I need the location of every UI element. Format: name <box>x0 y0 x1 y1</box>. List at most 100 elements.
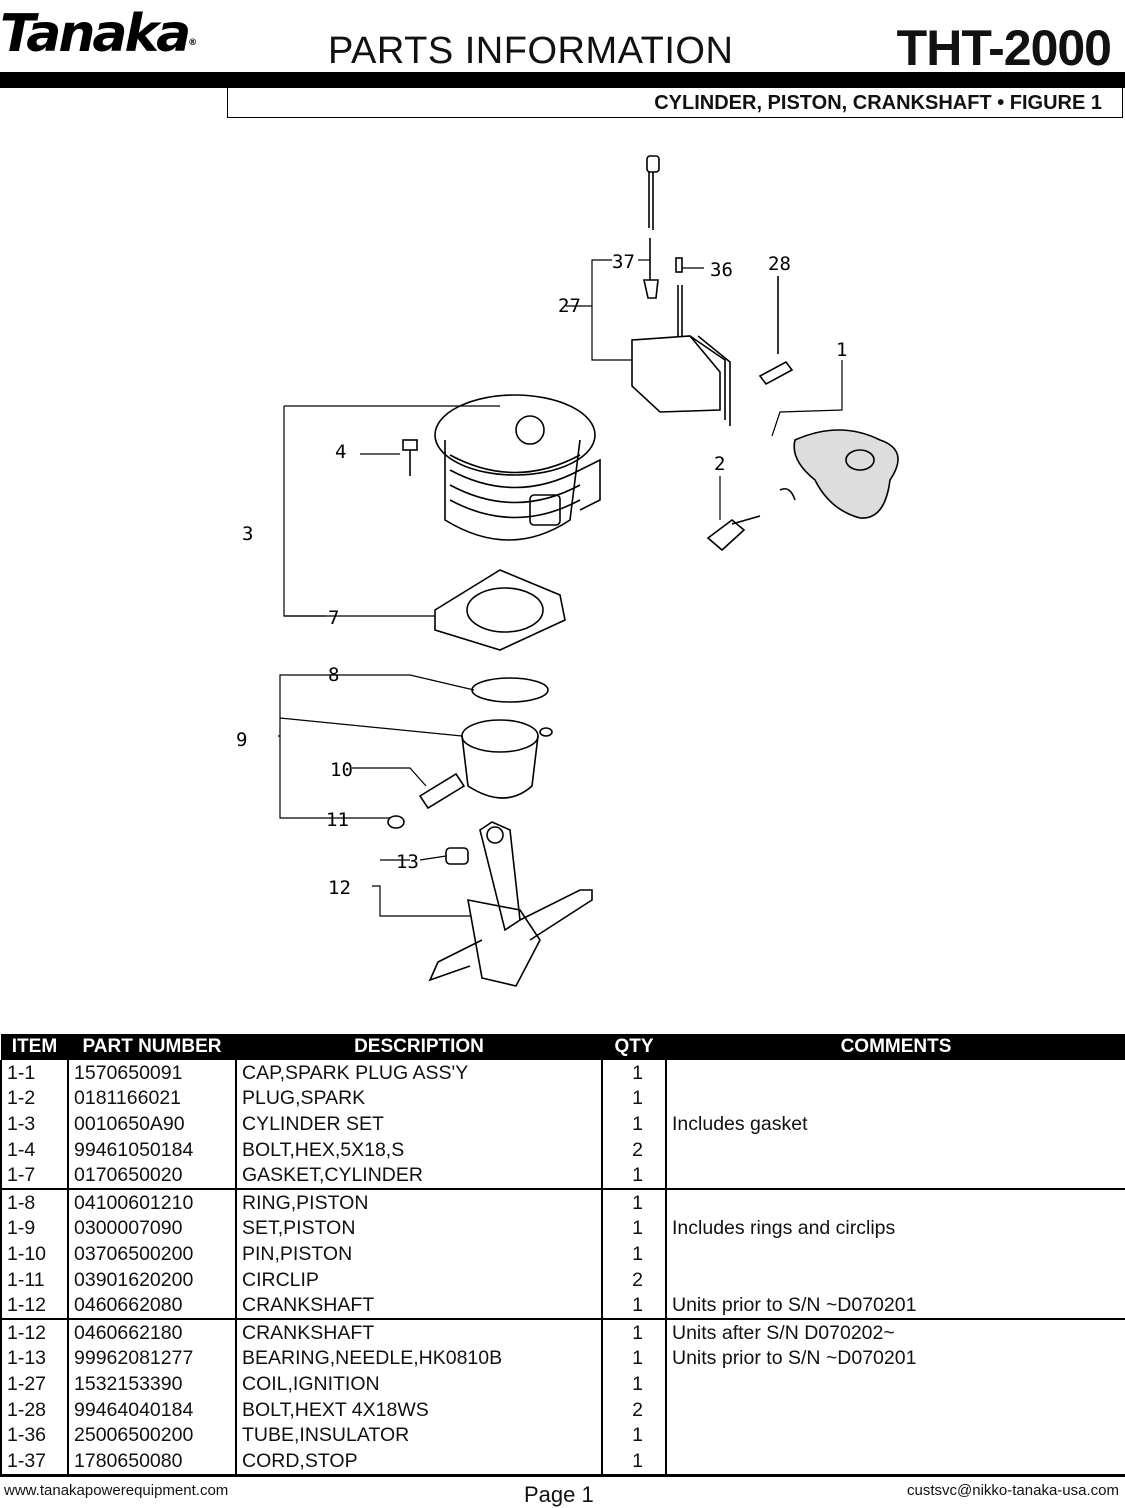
part-number-cell: 0181166021 <box>68 1085 237 1112</box>
header-description: DESCRIPTION <box>236 1034 602 1060</box>
item-cell: 1-3 <box>0 1111 69 1137</box>
item-cell: 1-27 <box>0 1371 69 1397</box>
item-cell: 1-2 <box>0 1085 69 1112</box>
parts-table: ITEM PART NUMBER DESCRIPTION QTY COMMENT… <box>0 1034 1125 1477</box>
callout-2: 2 <box>714 453 725 475</box>
qty-cell: 1 <box>602 1162 667 1190</box>
header-qty: QTY <box>602 1034 666 1060</box>
part-number-cell: 0010650A90 <box>68 1111 237 1137</box>
qty-cell: 1 <box>602 1447 667 1477</box>
qty-cell: 1 <box>602 1111 667 1137</box>
qty-cell: 1 <box>602 1422 667 1448</box>
description-cell: CYLINDER SET <box>236 1111 603 1137</box>
part-number-cell: 0170650020 <box>68 1162 237 1190</box>
header-rule <box>0 72 1125 88</box>
comment-cell: Includes rings and circlips <box>666 1215 1125 1242</box>
description-cell: CORD,STOP <box>236 1447 603 1477</box>
qty-cell: 1 <box>602 1241 667 1267</box>
item-cell: 1-12 <box>0 1292 69 1320</box>
description-cell: CIRCLIP <box>236 1266 603 1293</box>
item-cell: 1-12 <box>0 1318 69 1346</box>
qty-cell: 1 <box>602 1085 667 1112</box>
item-cell: 1-37 <box>0 1447 69 1477</box>
callout-37: 37 <box>612 251 635 273</box>
part-number-cell: 99464040184 <box>68 1396 237 1423</box>
part-number-cell: 03901620200 <box>68 1266 237 1293</box>
callout-9: 9 <box>236 729 247 751</box>
comment-cell <box>666 1422 1125 1448</box>
comment-cell: Units prior to S/N ~D070201 <box>666 1345 1125 1372</box>
comment-cell <box>666 1060 1125 1086</box>
description-cell: SET,PISTON <box>236 1215 603 1242</box>
item-cell: 1-7 <box>0 1162 69 1190</box>
part-number-cell: 03706500200 <box>68 1241 237 1267</box>
part-number-cell: 99962081277 <box>68 1345 237 1372</box>
item-cell: 1-13 <box>0 1345 69 1372</box>
header-part-number: PART NUMBER <box>68 1034 236 1060</box>
comment-cell <box>666 1371 1125 1397</box>
comment-cell <box>666 1162 1125 1190</box>
description-cell: TUBE,INSULATOR <box>236 1422 603 1448</box>
description-cell: PIN,PISTON <box>236 1241 603 1267</box>
description-cell: BEARING,NEEDLE,HK0810B <box>236 1345 603 1372</box>
comment-cell <box>666 1266 1125 1293</box>
page-title: PARTS INFORMATION <box>328 30 734 72</box>
callout-8: 8 <box>328 664 339 686</box>
description-cell: GASKET,CYLINDER <box>236 1162 603 1190</box>
part-number-cell: 1570650091 <box>68 1060 237 1086</box>
callout-11: 11 <box>326 809 349 831</box>
qty-cell: 1 <box>602 1215 667 1242</box>
qty-cell: 2 <box>602 1396 667 1423</box>
qty-cell: 1 <box>602 1060 667 1086</box>
description-cell: CRANKSHAFT <box>236 1318 603 1346</box>
part-number-cell: 99461050184 <box>68 1136 237 1163</box>
part-number-cell: 0460662080 <box>68 1292 237 1320</box>
qty-cell: 1 <box>602 1345 667 1372</box>
header-item: ITEM <box>1 1034 68 1060</box>
comment-cell: Units prior to S/N ~D070201 <box>666 1292 1125 1320</box>
comment-cell <box>666 1447 1125 1477</box>
callout-36: 36 <box>710 259 733 281</box>
comment-cell <box>666 1188 1125 1216</box>
description-cell: BOLT,HEXT 4X18WS <box>236 1396 603 1423</box>
description-cell: PLUG,SPARK <box>236 1085 603 1112</box>
callout-12: 12 <box>328 877 351 899</box>
table-header-row: ITEM PART NUMBER DESCRIPTION QTY COMMENT… <box>1 1034 1125 1060</box>
item-cell: 1-28 <box>0 1396 69 1423</box>
item-cell: 1-10 <box>0 1241 69 1267</box>
part-number-cell: 04100601210 <box>68 1188 237 1216</box>
part-number-cell: 0300007090 <box>68 1215 237 1242</box>
callout-13: 13 <box>396 851 419 873</box>
item-cell: 1-4 <box>0 1136 69 1163</box>
footer-website[interactable]: www.tanakapowerequipment.com <box>4 1482 229 1499</box>
qty-cell: 2 <box>602 1266 667 1293</box>
item-cell: 1-8 <box>0 1188 69 1216</box>
figure-subtitle: CYLINDER, PISTON, CRANKSHAFT • FIGURE 1 <box>227 88 1123 118</box>
part-number-cell: 0460662180 <box>68 1318 237 1346</box>
callout-10: 10 <box>330 759 353 781</box>
qty-cell: 1 <box>602 1318 667 1346</box>
item-cell: 1-11 <box>0 1266 69 1293</box>
callout-28: 28 <box>768 253 791 275</box>
description-cell: CAP,SPARK PLUG ASS'Y <box>236 1060 603 1086</box>
footer-email[interactable]: custsvc@nikko-tanaka-usa.com <box>907 1482 1119 1499</box>
item-cell: 1-36 <box>0 1422 69 1448</box>
header-comments: COMMENTS <box>666 1034 1125 1060</box>
description-cell: RING,PISTON <box>236 1188 603 1216</box>
qty-cell: 1 <box>602 1188 667 1216</box>
tanaka-logo: Tanaka® <box>0 4 198 64</box>
callout-4: 4 <box>335 441 346 463</box>
exploded-parts-diagram: 37 36 28 27 1 4 2 3 7 8 9 10 11 13 12 <box>236 155 899 987</box>
